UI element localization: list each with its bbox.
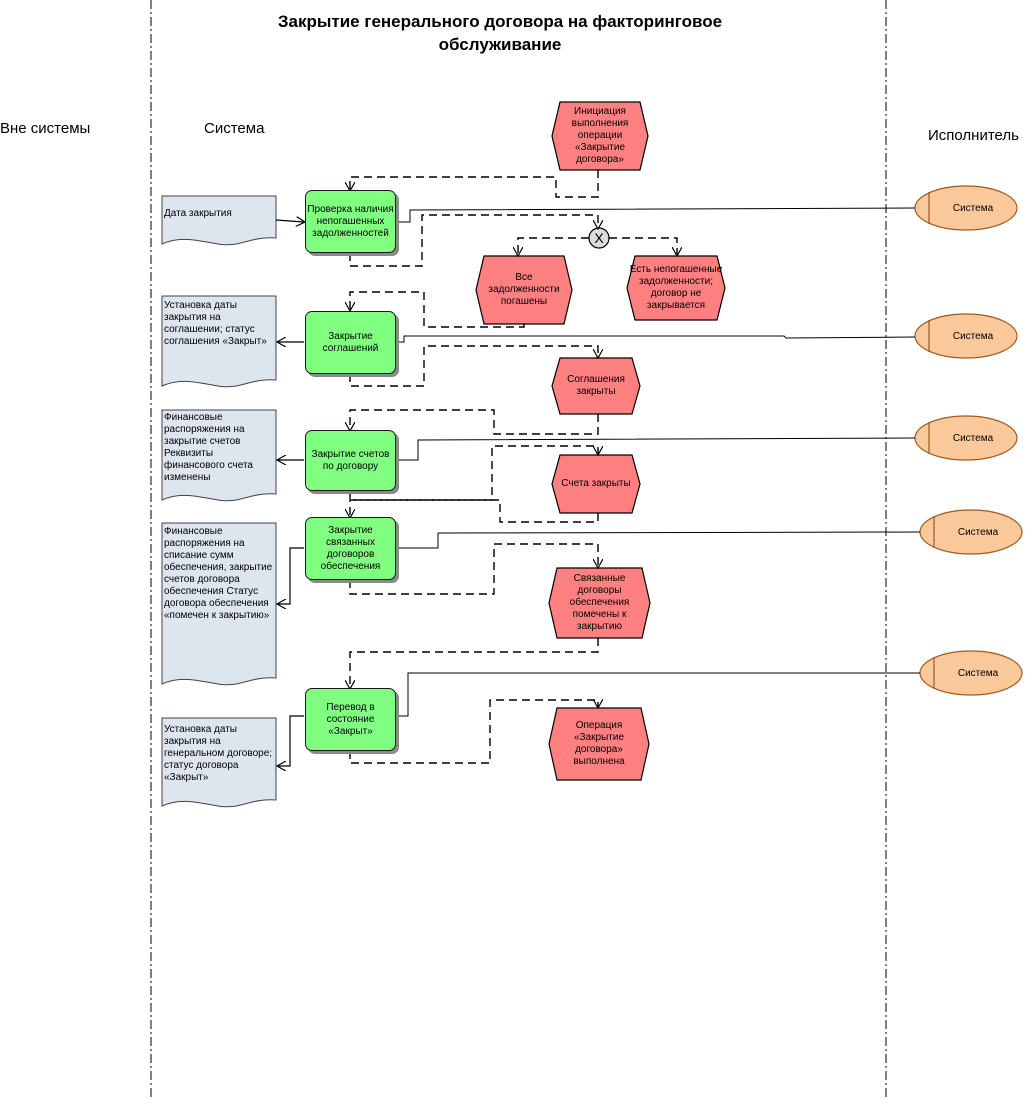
function-label: Закрытие соглашений	[322, 330, 379, 354]
function-label: Закрытие связанных договоров обеспечения	[320, 524, 381, 572]
event-label-e0: Инициация выполнения операции «Закрытие …	[571, 106, 629, 165]
diagram-title: Закрытие генерального договора на фактор…	[230, 10, 770, 56]
event-shapes	[475, 101, 726, 781]
document-links	[275, 220, 304, 766]
event-shape-e2	[626, 255, 726, 321]
event-shape-e0	[551, 101, 649, 171]
diagram-title-line2: обслуживание	[438, 35, 562, 54]
document-label-d4: Финансовые распоряжения на списание сумм…	[164, 526, 273, 621]
xor-connector: X	[594, 230, 604, 246]
document-shapes	[161, 195, 277, 808]
lane-label-system: Система	[204, 120, 265, 137]
event-label-e3: Соглашения закрыты	[567, 374, 625, 397]
actor-label-a5: Система	[957, 667, 999, 679]
document-shape-d4	[161, 522, 277, 686]
function-box[interactable]: Закрытие связанных договоров обеспечения	[305, 517, 396, 580]
event-shape-e6	[548, 707, 650, 781]
event-label-e6: Операция «Закрытие договора» выполнена	[573, 720, 625, 767]
event-shape-e4	[551, 454, 641, 514]
event-shape-e1	[475, 255, 573, 325]
actor-shapes	[914, 185, 1023, 696]
event-label-e4: Счета закрыты	[561, 478, 631, 489]
function-box[interactable]: Закрытие счетов по договору	[305, 430, 396, 491]
document-shape-d5	[161, 717, 277, 808]
actor-shape-a2	[914, 313, 1018, 359]
lane-label-outside: Вне системы	[0, 120, 91, 137]
function-box[interactable]: Закрытие соглашений	[305, 311, 396, 374]
document-label-d3: Финансовые распоряжения на закрытие счет…	[164, 412, 253, 483]
function-label: Проверка наличия непогашенных задолженно…	[307, 203, 394, 239]
document-label-d5: Установка даты закрытия на генеральном д…	[164, 724, 273, 783]
event-shape-e5	[548, 567, 651, 639]
actor-dividers	[928, 192, 935, 689]
document-label-d2: Установка даты закрытия на соглашении; с…	[164, 300, 267, 347]
function-box[interactable]: Перевод в состояние «Закрыт»	[305, 688, 396, 751]
actor-label-a3: Система	[952, 432, 994, 444]
document-label-d1: Дата закрытия	[164, 208, 232, 219]
event-label-e2: Есть непогашенные задолженности; договор…	[629, 264, 723, 311]
function-label: Закрытие счетов по договору	[311, 448, 390, 472]
function-box[interactable]: Проверка наличия непогашенных задолженно…	[305, 190, 396, 253]
document-shape-d2	[161, 295, 277, 388]
event-label-e5: Связанные договоры обеспечения помечены …	[569, 573, 630, 632]
actor-label-a4: Система	[957, 526, 999, 538]
lane-label-performer: Исполнитель	[928, 127, 1019, 144]
document-shape-d1	[161, 195, 277, 246]
actor-label-a1: Система	[952, 202, 994, 214]
control-flow	[350, 170, 677, 764]
document-shape-d3	[161, 409, 277, 502]
diagram-title-line1: Закрытие генерального договора на фактор…	[277, 12, 723, 31]
event-label-e1: Все задолженности погашены	[488, 272, 560, 307]
event-shape-e3	[551, 357, 641, 415]
function-label: Перевод в состояние «Закрыт»	[326, 701, 375, 737]
actor-label-a2: Система	[952, 330, 994, 342]
actor-links	[396, 207, 921, 717]
